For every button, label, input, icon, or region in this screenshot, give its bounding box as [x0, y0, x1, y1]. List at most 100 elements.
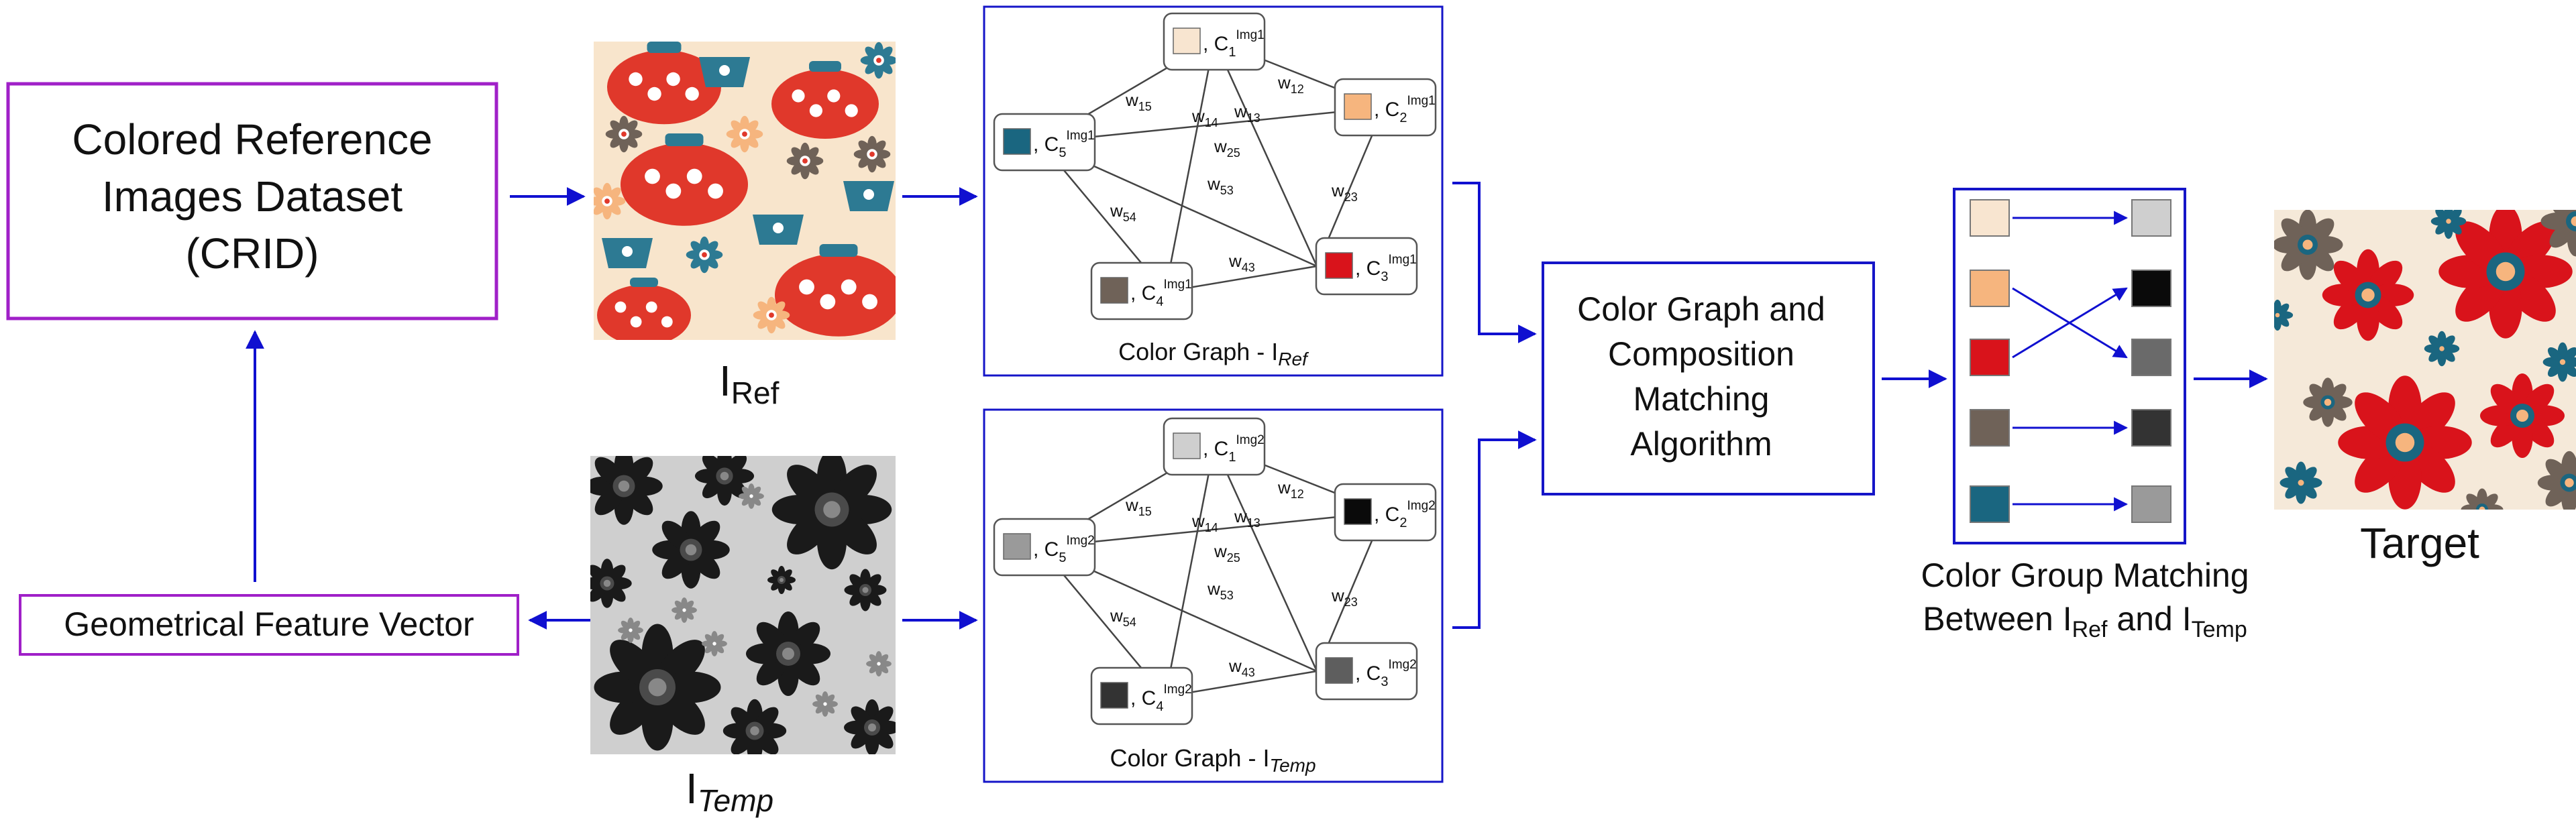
color-swatch: [1100, 277, 1128, 304]
edge-weight-letter: w: [1331, 585, 1344, 605]
flower-center: [2395, 432, 2415, 453]
graph-temp-caption-main: Color Graph - I: [1110, 744, 1269, 772]
edge-weight-label: w15: [1125, 495, 1152, 518]
flower-center: [2302, 239, 2313, 250]
flower-center: [2275, 312, 2280, 318]
target-flower: [2303, 377, 2353, 427]
node-image-tag: Img2: [1407, 499, 1435, 513]
node-prefix: , C: [1033, 133, 1059, 156]
edge-weight-index: 23: [1344, 595, 1358, 609]
ref-label-main: I: [719, 357, 731, 405]
algorithm-box: Color Graph and Composition Matching Alg…: [1542, 261, 1875, 495]
gray-flower: [844, 699, 896, 754]
tiny-gray-flower: [812, 691, 838, 717]
node-index: 5: [1059, 145, 1066, 160]
color-swatch: [1003, 128, 1031, 155]
teapot-dot: [614, 301, 627, 313]
flower-center: [868, 723, 876, 731]
teapot-dot: [708, 183, 723, 199]
color-node-label: , C5Img2: [1033, 534, 1095, 565]
left-color-swatch: [1970, 339, 2010, 376]
gray-flower: [694, 456, 755, 506]
teapot-dot: [792, 89, 805, 103]
small-flower: [594, 182, 626, 220]
small-flower: [686, 236, 723, 274]
node-index: 1: [1228, 450, 1236, 465]
node-index: 3: [1381, 270, 1388, 284]
edge-weight-letter: w: [1228, 656, 1242, 676]
node-index: 4: [1156, 699, 1163, 714]
flower-center: [2298, 479, 2304, 486]
flower-center: [2496, 261, 2516, 282]
tiny-gray-flower: [866, 651, 892, 677]
gray-flower: [594, 624, 721, 751]
color-node-box: [993, 113, 1096, 172]
left-color-swatch: [1970, 270, 2010, 307]
edge-weight-label: w15: [1125, 90, 1152, 113]
flower-center: [629, 628, 633, 632]
teapot-body: [621, 143, 748, 226]
edge-weight-letter: w: [1207, 174, 1220, 194]
teapot-dot: [685, 86, 699, 101]
feature-border: [19, 594, 519, 656]
node-index: 2: [1399, 516, 1407, 530]
arrow-graph-ref-to-algorithm: [1452, 182, 1537, 343]
edge-weight-label: w54: [1110, 605, 1136, 629]
flower-center: [823, 501, 841, 518]
flower-center: [2479, 506, 2485, 510]
edge-weight-index: 54: [1123, 211, 1136, 224]
small-flower: [860, 42, 896, 79]
edge-weight-label: w43: [1228, 251, 1255, 274]
color-swatch: [1325, 252, 1353, 279]
graph-edge: [1164, 445, 1216, 697]
teacup-dot: [773, 223, 784, 233]
teapot-dot: [645, 168, 660, 184]
small-flower: [786, 142, 824, 180]
node-prefix: , C: [1130, 282, 1156, 304]
flower-center: [769, 312, 774, 318]
flower-center: [2571, 216, 2576, 227]
flow-arrows: [246, 182, 2268, 630]
target-flower: [2537, 451, 2576, 510]
graph-edge: [1213, 40, 1318, 267]
target-flower: [2438, 210, 2573, 339]
teapot-body: [775, 253, 896, 337]
teacup-dot: [863, 189, 874, 200]
matching-caption-line-1: Color Group Matching: [1921, 557, 2249, 594]
arrow-graph-temp-to-algorithm: [1452, 430, 1537, 629]
color-node-box: [1334, 483, 1437, 542]
node-prefix: , C: [1374, 504, 1399, 526]
edge-weight-index: 14: [1205, 116, 1218, 129]
flower-center: [750, 726, 759, 736]
matching-caption-b: and I: [2108, 600, 2192, 638]
node-prefix: , C: [1203, 438, 1228, 460]
tiny-gray-flower: [702, 631, 727, 656]
flower-center: [2565, 478, 2574, 487]
teapot-dot: [630, 316, 642, 328]
color-node-label: , C2Img2: [1374, 499, 1436, 530]
flower-center: [685, 544, 697, 556]
teapot-dot: [799, 279, 814, 295]
teapot-body: [607, 50, 721, 125]
edge-weight-label: w53: [1207, 174, 1234, 197]
node-index: 1: [1228, 45, 1236, 60]
teapot-lid: [819, 244, 858, 257]
color-node-box: [1163, 12, 1266, 71]
matching-caption-sub-a: Ref: [2072, 617, 2108, 642]
teapot-dot: [827, 89, 841, 103]
node-prefix: , C: [1033, 538, 1059, 561]
edge-weight-label: w12: [1277, 477, 1304, 501]
edge-weight-index: 15: [1138, 100, 1152, 113]
flower-center: [2439, 346, 2445, 351]
color-swatch: [1173, 432, 1201, 459]
flower-petal: [2483, 504, 2504, 510]
matching-caption-line-2: Between IRef and ITemp: [1923, 600, 2247, 642]
match-arrow: [2012, 287, 2128, 359]
graph-temp-caption-sub: Temp: [1270, 755, 1316, 776]
small-flower: [753, 296, 790, 334]
left-color-swatch: [1970, 199, 2010, 237]
node-image-tag: Img1: [1388, 253, 1416, 267]
flower-center: [2324, 398, 2332, 406]
edge-weight-index: 13: [1247, 111, 1260, 125]
